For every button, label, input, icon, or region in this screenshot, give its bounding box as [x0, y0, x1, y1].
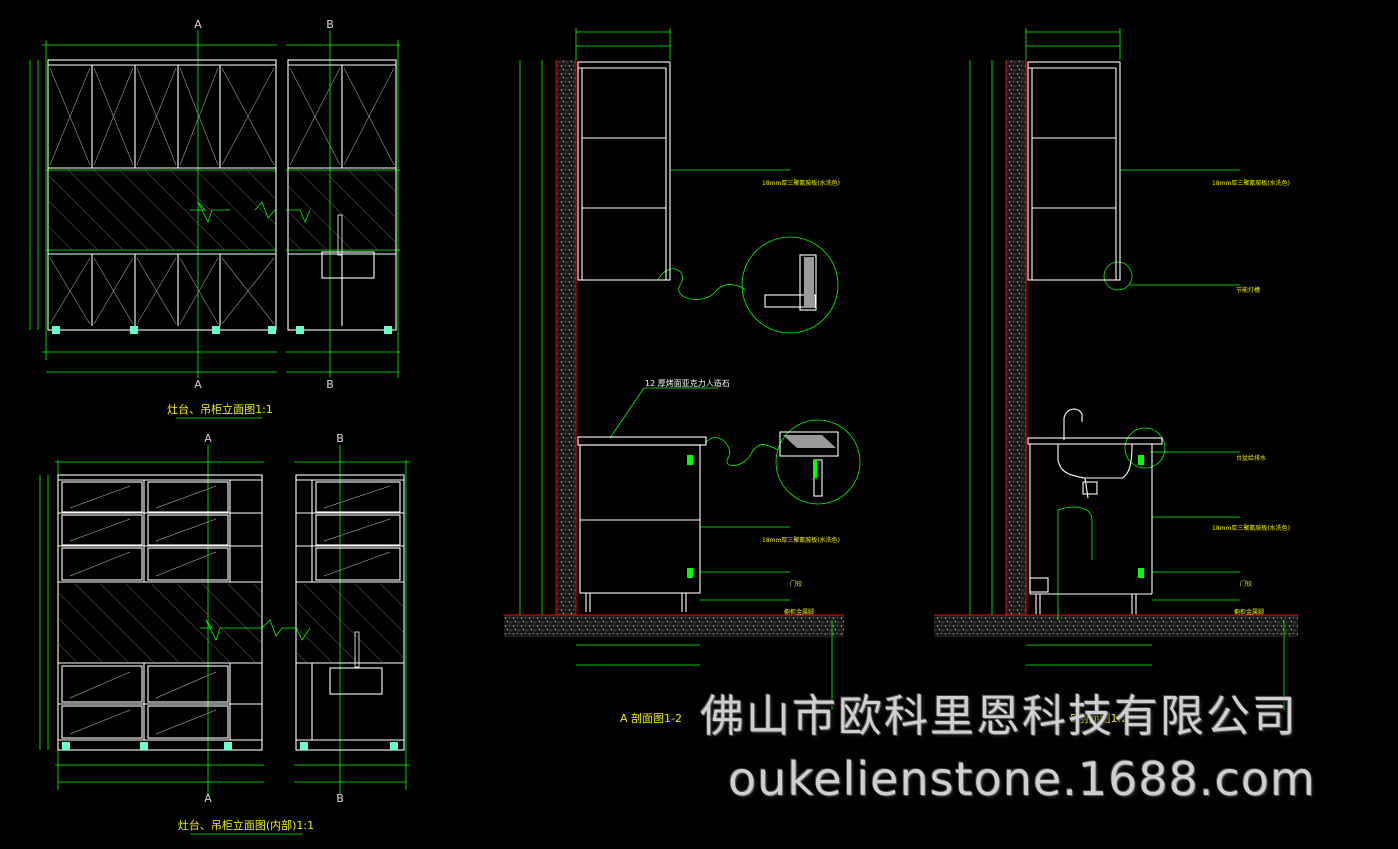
section-b-sink-label: 台盆给排水 — [1236, 454, 1266, 462]
section-b-board-label-upper: 18mm厚三聚氰胺板(水洗色) — [1212, 179, 1290, 187]
top-elevation-title: 灶台、吊柜立面图1:1 — [167, 402, 273, 416]
section-b-leg-label: 橱柜金属脚 — [1234, 608, 1264, 616]
section-b-board-label-lower: 18mm厚三聚氰胺板(水洗色) — [1212, 524, 1290, 532]
section-b: 18mm厚三聚氰胺板(水洗色) 节能灯槽 台盆给排水 18mm厚三聚氰胺板(水洗… — [934, 28, 1298, 725]
section-a-hinge-label: 门铰 — [790, 580, 802, 588]
top-section-mark-b-lower: B — [326, 378, 334, 391]
section-b-light-label: 节能灯槽 — [1236, 286, 1260, 294]
watermark-company: 佛山市欧科里恩科技有限公司 — [700, 691, 1298, 742]
top-section-mark-b-upper: B — [326, 18, 334, 31]
watermark-site: oukelienstone.1688.com — [728, 752, 1316, 806]
bottom-elevation-title: 灶台、吊柜立面图(内部)1:1 — [178, 818, 314, 832]
section-a-board-label-lower: 18mm厚三聚氰胺板(水洗色) — [762, 536, 840, 544]
top-section-mark-a-lower: A — [194, 378, 202, 391]
bottom-elevation: A B A B 灶台、吊柜立面图(内部)1:1 — [39, 432, 410, 835]
section-a-stone-callout: 12 厚烤面亚克力人造石 — [645, 378, 730, 388]
section-a-title: A 剖面图1-2 — [620, 711, 682, 725]
section-a-leg-label: 橱柜金属脚 — [784, 608, 814, 616]
bottom-section-mark-a-upper: A — [204, 432, 212, 445]
bottom-section-mark-a-lower: A — [204, 792, 212, 805]
section-b-hinge-label: 门铰 — [1240, 580, 1252, 588]
section-a-board-label-upper: 18mm厚三聚氰胺板(水洗色) — [762, 179, 840, 187]
section-b-title: B剖面图1:2 — [1070, 711, 1128, 725]
section-a: 12 厚烤面亚克力人造石 18mm厚三聚氰胺板(水洗色) 18mm厚三聚氰胺板(… — [504, 28, 861, 725]
bottom-section-mark-b-upper: B — [336, 432, 344, 445]
top-section-mark-a-upper: A — [194, 18, 202, 31]
top-elevation: A B A B 灶台、吊柜立面图1:1 — [29, 18, 400, 419]
bottom-section-mark-b-lower: B — [336, 792, 344, 805]
